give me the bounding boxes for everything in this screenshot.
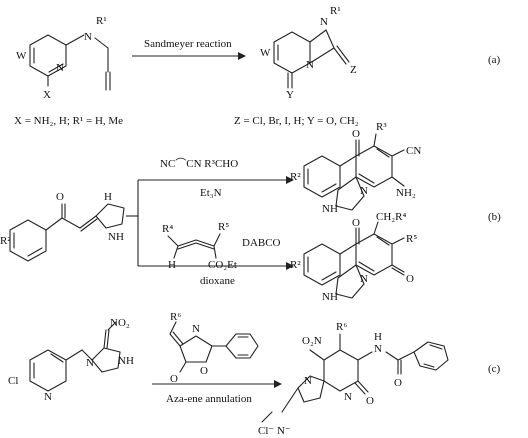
scheme-c-product-amide-o: O — [394, 377, 402, 389]
scheme-c-sm-ring-n: N — [44, 391, 52, 403]
scheme-b-base-bottom: DABCO — [242, 237, 281, 249]
scheme-c-starting-material: NO₂ N NH N Cl — [8, 317, 134, 403]
scheme-c-azlactone-carbonyl-o: O — [170, 373, 178, 385]
scheme-c-azlactone-n: N — [192, 323, 200, 335]
scheme-a-product-r1: R¹ — [330, 5, 341, 17]
scheme-a-sm-w: W — [16, 50, 27, 62]
scheme-b-allene-ester: CO₂Et — [208, 259, 237, 271]
scheme-b-bottom-o-ketone: O — [352, 217, 360, 229]
scheme-a-product-n: N — [320, 16, 328, 28]
scheme-a-sm-ring-n: N — [56, 62, 64, 74]
scheme-c-product: O₂N R⁶ N H O O N N Cl⁻ N⁻ — [258, 321, 449, 437]
scheme-b-arrowhead-top — [286, 176, 294, 184]
scheme-b-top-product: O R³ CN NH₂ N NH R² — [290, 121, 421, 215]
scheme-b-bottom-ch2r4: CH₂R⁴ — [376, 211, 406, 223]
scheme-c-azlactone-ring-o: O — [200, 365, 208, 377]
scheme-a-product-conditions: Z = Cl, Br, I, H; Y = O, CH₂ — [234, 115, 359, 127]
scheme-b-panel-label: (b) — [488, 211, 501, 223]
scheme-b-bottom-r5: R⁵ — [406, 233, 417, 245]
scheme-b-base-top: Et₃N — [200, 187, 222, 199]
scheme-b-bottom-r2: R² — [290, 259, 301, 271]
scheme-c-product-ring-n: N — [344, 391, 352, 403]
scheme-c-product-cl-n: Cl⁻ N⁻ — [258, 425, 291, 437]
scheme-c-product-amide-h: H — [374, 331, 382, 343]
scheme-a-product-w: W — [260, 47, 271, 59]
scheme-b-bottom-o-lactam: O — [406, 273, 414, 285]
scheme-b-top-r2: R² — [290, 171, 301, 183]
scheme-c-sm-no2: NO₂ — [110, 317, 130, 329]
scheme-b-sm-o: O — [56, 191, 64, 203]
scheme-c-product-r6: R⁶ — [336, 321, 347, 333]
scheme-a-starting-material: N N R¹ W X — [16, 15, 111, 101]
scheme-a-product: N R¹ N W Y Z — [260, 5, 357, 101]
scheme-b-top-nh: NH — [322, 203, 338, 215]
scheme-b-allene-r4: R⁴ — [162, 223, 173, 235]
scheme-c-product-lactam-o: O — [366, 395, 374, 407]
scheme-c-product-o2n: O₂N — [302, 335, 322, 347]
scheme-b-top-r3: R³ — [376, 121, 387, 133]
scheme-b: O H NH R² NC⌒CN R³CHO Et₃N R⁴ R⁵ H — [0, 121, 501, 303]
scheme-b-top-nh2: NH₂ — [396, 187, 416, 199]
scheme-c-arrowhead — [274, 380, 282, 388]
scheme-b-sm-nh-top: H — [104, 191, 112, 203]
scheme-b-arrowhead-bottom — [286, 262, 294, 270]
scheme-a-product-z: Z — [350, 64, 357, 76]
scheme-a-reagent: Sandmeyer reaction — [144, 38, 232, 50]
scheme-a-product-ring-n: N — [306, 59, 314, 71]
scheme-b-starting-material: O H NH R² — [0, 191, 125, 262]
scheme-c-sm-n: N — [86, 357, 94, 369]
scheme-b-sm-nh-bottom: NH — [108, 231, 124, 243]
scheme-b-allene-h: H — [168, 259, 176, 271]
scheme-c: NO₂ N NH N Cl R⁶ N O O Aza-ene annulatio… — [8, 311, 501, 437]
scheme-c-azlactone-reagent: R⁶ N O O — [169, 311, 259, 385]
scheme-c-azlactone-r6: R⁶ — [170, 311, 181, 323]
scheme-c-sm-nh: NH — [118, 355, 134, 367]
scheme-b-top-cn: CN — [406, 145, 421, 157]
scheme-a-product-y: Y — [286, 89, 294, 101]
scheme-b-bottom-nh: NH — [322, 291, 338, 303]
scheme-a-sm-amine-n: N — [84, 31, 92, 43]
scheme-b-allene-reagent: R⁴ R⁵ H CO₂Et — [162, 221, 237, 271]
scheme-a-sm-r1: R¹ — [96, 15, 107, 27]
scheme-c-product-amide-n: N — [374, 343, 382, 355]
scheme-a: N N R¹ W X Sandmeyer reaction N R¹ N W Y — [14, 5, 501, 127]
scheme-b-allene-r5: R⁵ — [218, 221, 229, 233]
scheme-b-reagents-top: NC⌒CN R³CHO — [160, 157, 238, 170]
scheme-b-top-o: O — [352, 128, 360, 140]
scheme-a-sm-conditions: X = NH₂, H; R¹ = H, Me — [14, 115, 123, 127]
scheme-b-bottom-n: N — [360, 273, 368, 285]
scheme-a-panel-label: (a) — [488, 54, 501, 66]
scheme-c-sm-cl: Cl — [8, 375, 18, 387]
scheme-b-sm-r2: R² — [0, 235, 11, 247]
scheme-c-reagent: Aza-ene annulation — [166, 393, 252, 405]
scheme-a-sm-x: X — [43, 89, 51, 101]
scheme-c-panel-label: (c) — [488, 363, 501, 375]
scheme-b-bottom-product: O CH₂R⁴ R⁵ O N NH R² — [290, 211, 417, 303]
scheme-a-arrowhead — [238, 52, 246, 60]
scheme-b-top-n: N — [360, 185, 368, 197]
scheme-c-product-n: N — [304, 375, 312, 387]
scheme-b-solvent-bottom: dioxane — [200, 275, 235, 287]
